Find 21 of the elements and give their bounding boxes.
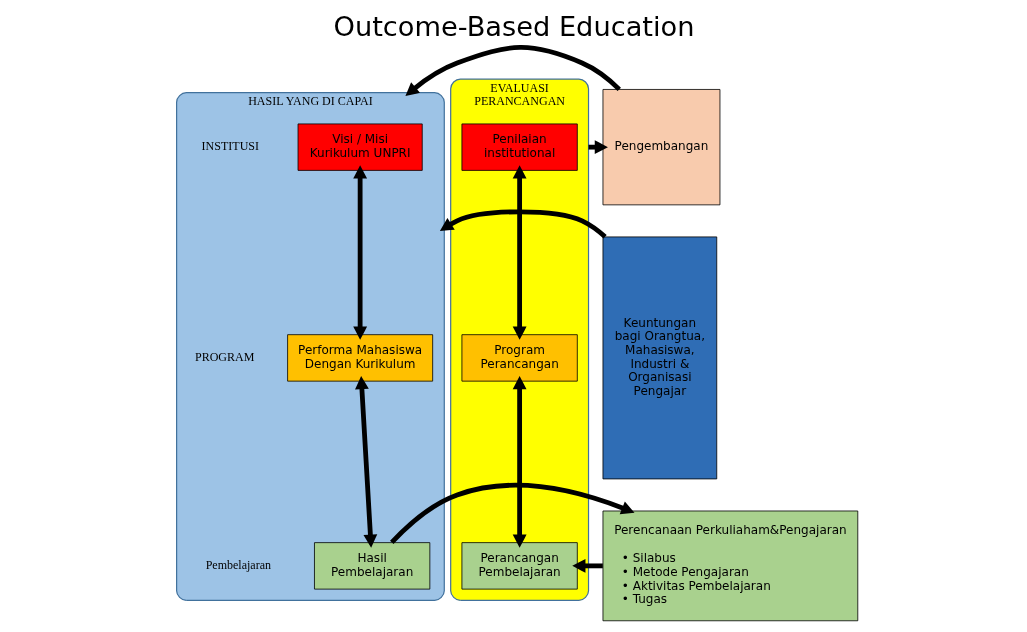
node-box: Visi / Misi Kurikulum UNPRI (297, 123, 423, 171)
label: INSTITUSI (201, 138, 259, 153)
arrow (571, 558, 603, 573)
node-box: Perancangan Pembelajaran (461, 542, 578, 590)
node-box: Hasil Pembelajaran (313, 542, 430, 590)
node-box: Program Perancangan (461, 334, 578, 382)
arrow (512, 165, 527, 340)
label: PROGRAM (194, 349, 254, 364)
arrow (389, 482, 634, 545)
diagram-title: Outcome-Based Education (332, 11, 695, 43)
node-box: Penilaian institutional (461, 123, 578, 171)
arrow (354, 376, 377, 548)
label: Pembelajaran (205, 557, 271, 572)
node-box: Keuntungan bagi Orangtua, Mahasiswa, Industri & Organisasi Pengajar (602, 236, 717, 480)
arrow (512, 376, 527, 548)
node-box: Perencanaan Perkuliaham&Pengajaran • Silabus • Metode Pengajaran • Aktivitas Pembelajaran • Tugas (602, 510, 858, 622)
arrow (352, 165, 367, 340)
node-box: Pengembangan (602, 89, 720, 206)
node-box: Performa Mahasiswa Dengan Kurikulum (286, 334, 433, 382)
arrow (404, 45, 621, 96)
arrow (439, 209, 607, 239)
